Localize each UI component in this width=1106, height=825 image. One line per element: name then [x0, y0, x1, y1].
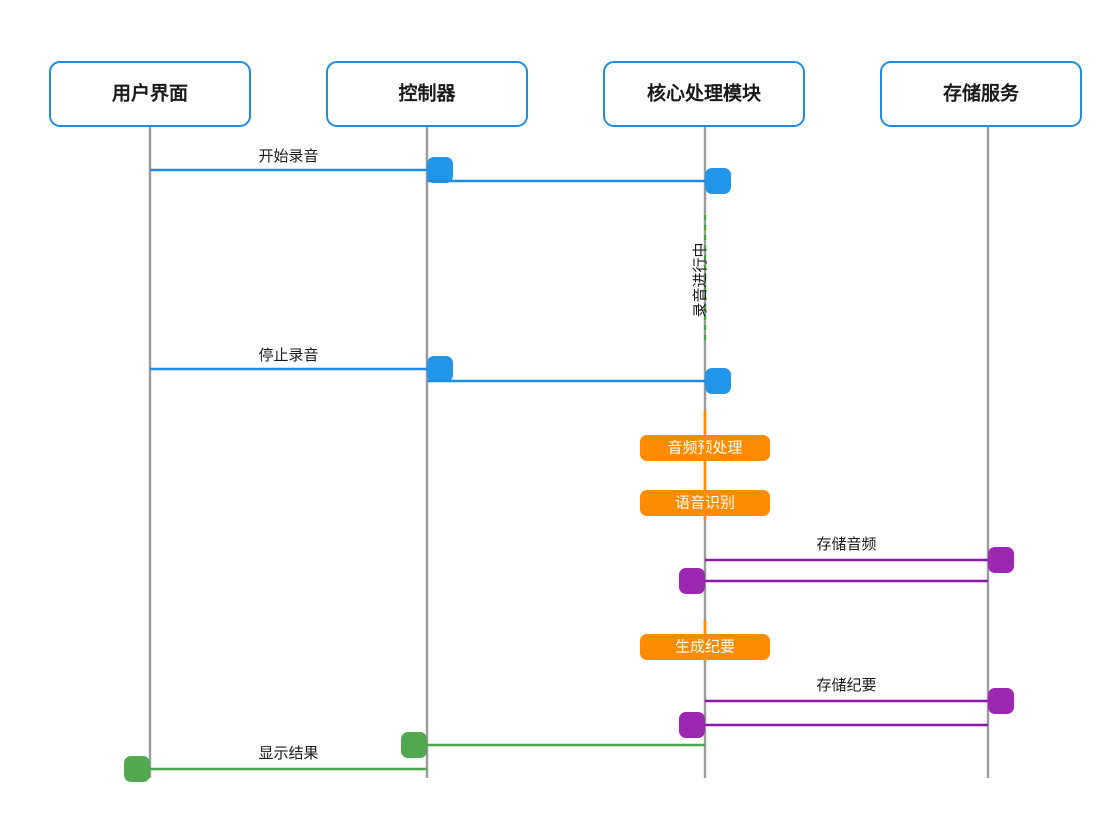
message-m2 — [427, 168, 731, 194]
message-arrow-marker — [401, 732, 427, 758]
message-m7: 存储纪要 — [705, 677, 1014, 714]
message-m1: 开始录音 — [150, 148, 453, 183]
message-arrow-marker — [705, 168, 731, 194]
message-m3: 停止录音 — [150, 347, 453, 382]
message-arrow-marker — [427, 356, 453, 382]
actor-controller[interactable]: 控制器 — [326, 61, 528, 127]
self-call-label: 生成纪要 — [675, 638, 735, 655]
message-m4 — [427, 368, 731, 394]
message-label: 开始录音 — [258, 148, 318, 165]
message-m6 — [679, 568, 988, 594]
message-arrow-marker — [988, 688, 1014, 714]
actor-box[interactable] — [49, 61, 251, 127]
message-m5: 存储音频 — [705, 536, 1014, 573]
message-m10: 显示结果 — [124, 745, 427, 782]
message-arrow-marker — [679, 712, 705, 738]
actor-ui[interactable]: 用户界面 — [49, 61, 251, 127]
message-label: 存储纪要 — [816, 677, 876, 694]
actor-box[interactable] — [603, 61, 805, 127]
actor-box[interactable] — [326, 61, 528, 127]
message-arrow-marker — [988, 547, 1014, 573]
message-m9 — [401, 732, 705, 758]
message-arrow-marker — [679, 568, 705, 594]
message-label: 停止录音 — [258, 347, 318, 364]
note-label: 录音进行中 — [692, 242, 709, 317]
actors-layer: 用户界面 控制器 核心处理模块 存储服务 — [49, 61, 1082, 127]
self-call-box — [640, 490, 770, 516]
actor-core[interactable]: 核心处理模块 — [603, 61, 805, 127]
note-n1: 录音进行中 — [692, 215, 709, 345]
self-call-s3: 生成纪要 — [640, 620, 770, 662]
message-arrow-marker — [124, 756, 150, 782]
actor-storage[interactable]: 存储服务 — [880, 61, 1082, 127]
self-call-s2: 语音识别 — [640, 435, 770, 520]
actor-label: 核心处理模块 — [647, 81, 762, 104]
actor-label: 控制器 — [398, 81, 456, 104]
self-calls-layer: 音频预处理语音识别生成纪要 — [640, 410, 770, 662]
self-call-label: 语音识别 — [675, 494, 735, 511]
message-label: 存储音频 — [816, 536, 876, 553]
self-call-box — [640, 634, 770, 660]
message-arrow-marker — [705, 368, 731, 394]
message-m8 — [679, 712, 988, 738]
actor-label: 用户界面 — [112, 81, 188, 104]
actor-label: 存储服务 — [943, 81, 1020, 104]
message-arrow-marker — [427, 157, 453, 183]
message-label: 显示结果 — [258, 745, 318, 762]
actor-box[interactable] — [880, 61, 1082, 127]
notes-layer: 录音进行中 — [692, 215, 709, 345]
